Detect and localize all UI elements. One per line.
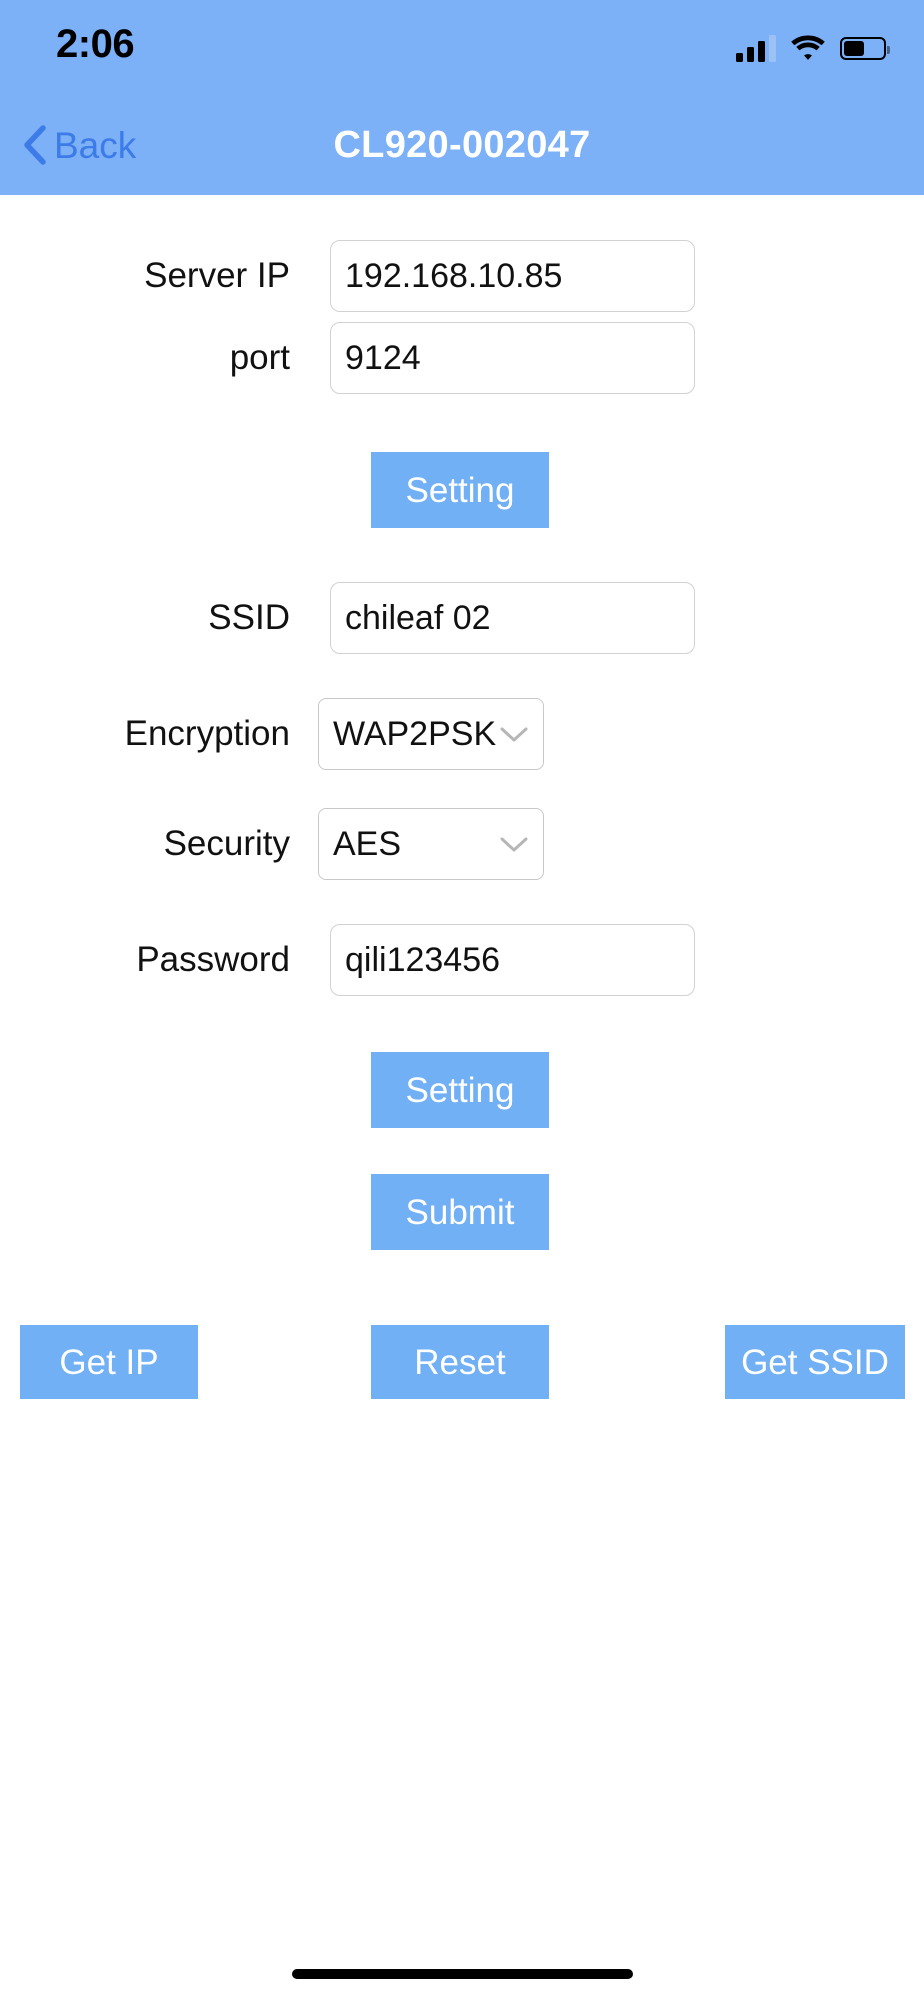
submit-button[interactable]: Submit — [371, 1174, 549, 1250]
port-input[interactable] — [330, 322, 695, 394]
status-bar-clock: 2:06 — [56, 22, 135, 66]
encryption-selected-value: WAP2PSK — [333, 715, 497, 753]
security-select[interactable]: AES — [318, 808, 544, 880]
status-bar: 2:06 — [0, 0, 924, 86]
encryption-row: Encryption WAP2PSK — [0, 698, 924, 770]
server-ip-input[interactable] — [330, 240, 695, 312]
wifi-icon — [790, 34, 826, 62]
ssid-row: SSID — [0, 582, 924, 654]
setting-server-button[interactable]: Setting — [371, 452, 549, 528]
server-ip-row: Server IP — [0, 240, 924, 312]
security-label: Security — [163, 824, 290, 863]
chevron-down-icon — [499, 834, 529, 854]
get-ssid-button[interactable]: Get SSID — [725, 1325, 905, 1399]
setting-wifi-button[interactable]: Setting — [371, 1052, 549, 1128]
home-indicator — [292, 1969, 633, 1979]
status-bar-icons — [736, 28, 890, 62]
encryption-label: Encryption — [124, 714, 290, 753]
reset-button[interactable]: Reset — [371, 1325, 549, 1399]
server-ip-label: Server IP — [144, 256, 290, 295]
password-input[interactable] — [330, 924, 695, 996]
password-label: Password — [136, 940, 290, 979]
password-row: Password — [0, 924, 924, 996]
back-button-label: Back — [54, 124, 137, 166]
encryption-select[interactable]: WAP2PSK — [318, 698, 544, 770]
port-label: port — [229, 338, 290, 377]
port-row: port — [0, 322, 924, 394]
page-title: CL920-002047 — [333, 124, 591, 166]
ssid-label: SSID — [208, 598, 290, 637]
chevron-left-icon — [22, 125, 48, 165]
back-button[interactable]: Back — [22, 120, 136, 170]
battery-icon — [840, 37, 890, 60]
cellular-signal-icon — [736, 34, 776, 62]
get-ip-button[interactable]: Get IP — [20, 1325, 198, 1399]
battery-fill — [844, 41, 865, 56]
navigation-bar: 2:06 Back CL920-002047 — [0, 0, 924, 195]
security-row: Security AES — [0, 808, 924, 880]
chevron-down-icon — [499, 724, 529, 744]
ssid-input[interactable] — [330, 582, 695, 654]
security-selected-value: AES — [333, 825, 402, 863]
